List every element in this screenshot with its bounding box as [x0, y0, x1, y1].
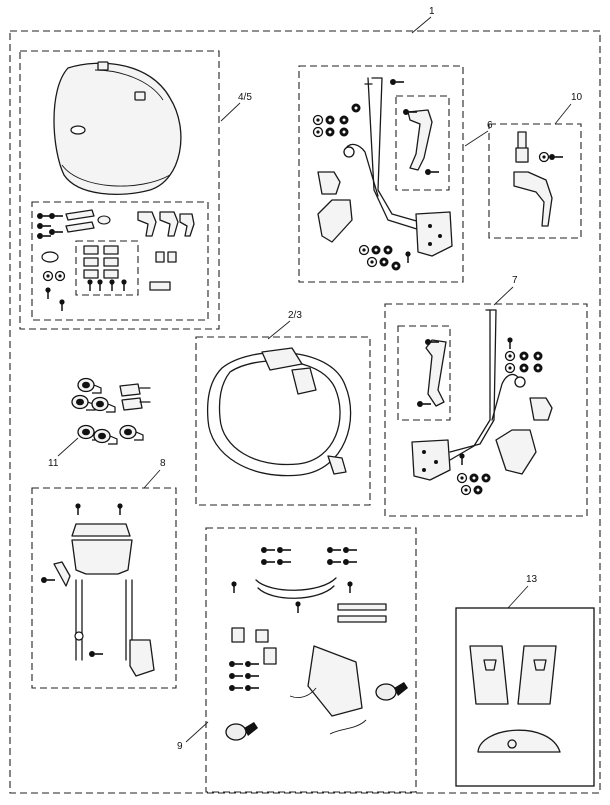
frame-9 — [205, 527, 417, 793]
group-2-3-inner-frame: 2/3 — [195, 310, 371, 506]
leader-1 — [411, 16, 432, 34]
leader-10 — [554, 103, 572, 125]
group-8-rear-mount: 8 — [31, 458, 177, 689]
frame-7 — [384, 303, 588, 517]
frame-10 — [488, 123, 582, 239]
callout-8: 8 — [160, 458, 166, 469]
callout-11: 11 — [48, 458, 59, 469]
callout-10: 10 — [571, 92, 583, 103]
leader-4-5 — [220, 102, 241, 122]
group-10-latch: 10 — [488, 92, 583, 239]
callout-2-3: 2/3 — [288, 310, 302, 321]
leader-8 — [143, 469, 161, 489]
callout-6: 6 — [487, 120, 493, 131]
callout-4-5: 4/5 — [238, 92, 252, 103]
callout-7: 7 — [512, 275, 518, 286]
callout-13: 13 — [526, 574, 538, 585]
group-13-seal-kit: 13 — [455, 574, 595, 787]
leader-7 — [493, 286, 514, 306]
leader-2-3 — [267, 320, 291, 340]
group-4-5-pannier: 4/5 — [19, 50, 252, 330]
frame-4-5 — [19, 50, 220, 330]
frame-4-5-hardware — [31, 201, 209, 321]
group-6-right-bracket: 6 — [298, 65, 493, 283]
frame-8 — [31, 487, 177, 689]
frame-6-inner — [395, 95, 450, 191]
callout-1: 1 — [429, 6, 435, 17]
frame-2-3 — [195, 336, 371, 506]
group-11-locks: 11 — [48, 377, 151, 469]
frame-7-inner — [397, 325, 451, 421]
leader-13 — [507, 585, 529, 609]
callout-9: 9 — [177, 741, 183, 752]
group-9-indicators: 9 — [177, 527, 417, 793]
pannier-case — [53, 62, 182, 195]
group-7-left-bracket: 7 — [384, 275, 588, 517]
outer-kit-frame — [9, 30, 601, 794]
frame-6 — [298, 65, 464, 283]
leader-11 — [57, 437, 79, 457]
leader-6 — [464, 130, 489, 147]
leader-9 — [185, 721, 209, 743]
